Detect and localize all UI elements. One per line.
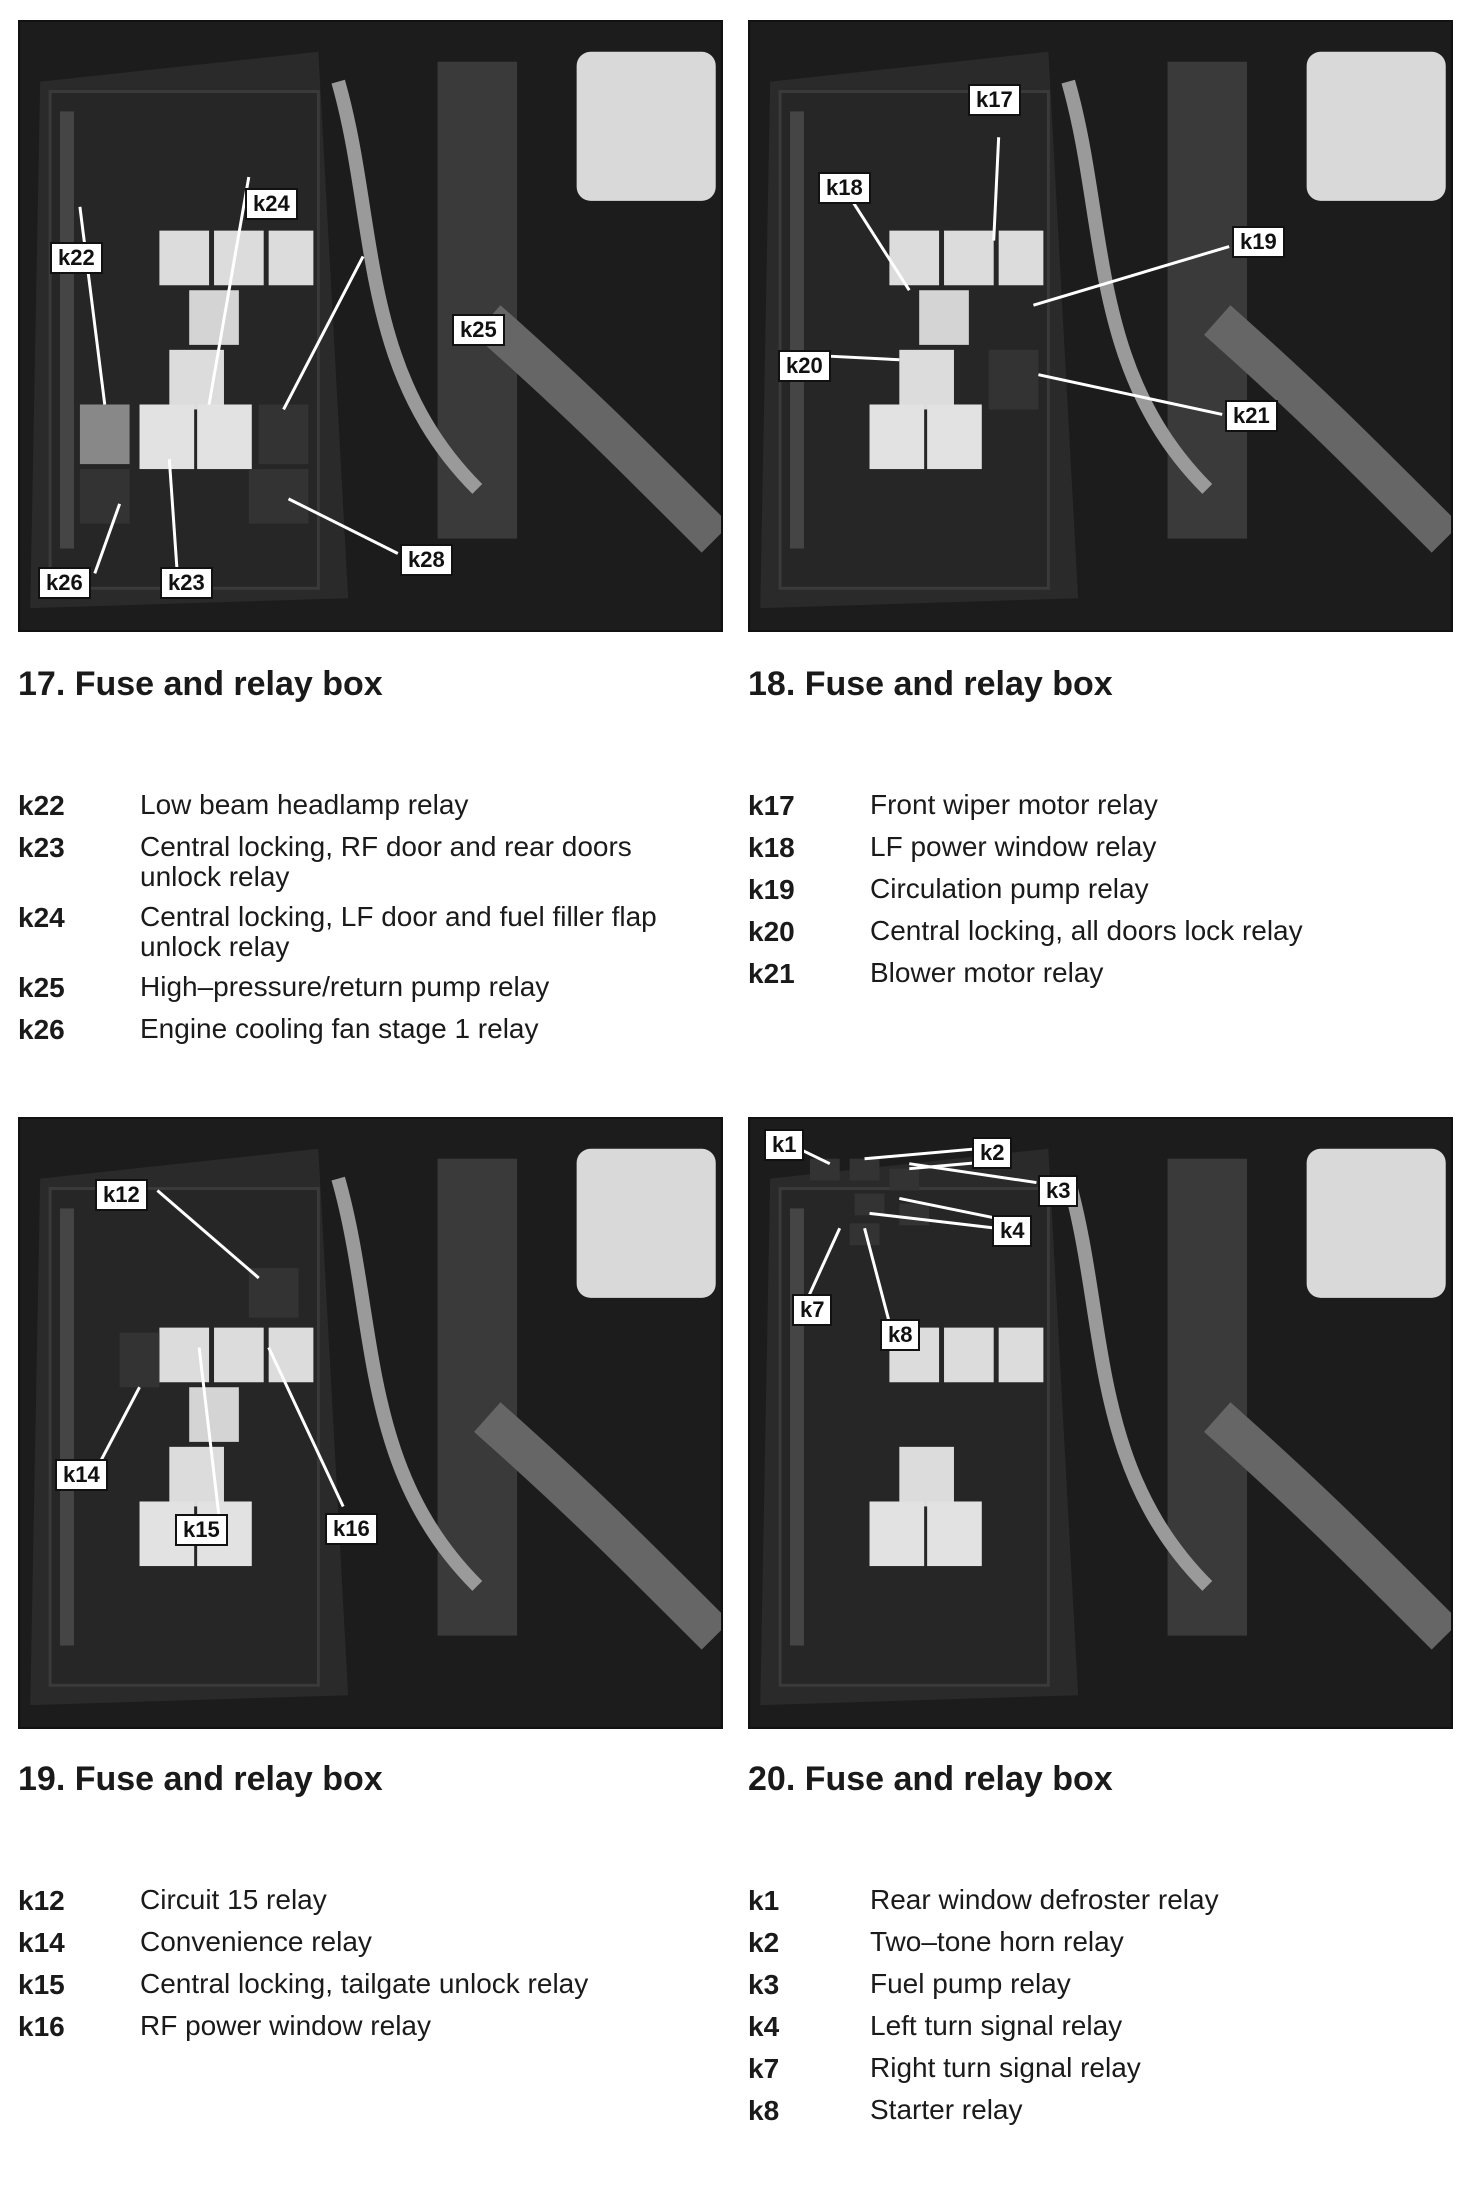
relay-code: k1 xyxy=(748,1885,780,1916)
relay-code: k19 xyxy=(748,874,795,905)
relay-description: High–pressure/return pump relay xyxy=(140,971,550,1002)
photo-18-illustration xyxy=(750,22,1451,630)
list-item: k12 Circuit 15 relay xyxy=(18,1885,718,1917)
relay-description: Central locking, all doors lock relay xyxy=(870,915,1303,946)
relay-description: LF power window relay xyxy=(870,831,1157,862)
callout-label: k25 xyxy=(452,314,505,346)
list-item: k2 Two–tone horn relay xyxy=(748,1927,1448,1959)
photo-19-illustration xyxy=(20,1119,721,1727)
callout-label: k14 xyxy=(55,1459,108,1491)
list-item: k26 Engine cooling fan stage 1 relay xyxy=(18,1014,718,1046)
list-item: k22 Low beam headlamp relay xyxy=(18,790,718,822)
figure-caption-17: 17. Fuse and relay box xyxy=(18,665,383,703)
relay-description: Central locking, LF door and fuel filler… xyxy=(140,901,657,962)
relay-description: Central locking, RF door and rear doors … xyxy=(140,831,632,892)
callout-label: k4 xyxy=(992,1215,1033,1247)
relay-list-18: k17 Front wiper motor relay k18 LF power w… xyxy=(748,790,1448,1000)
list-item: k16 RF power window relay xyxy=(18,2011,718,2043)
list-item: k23 Central locking, RF door and rear doo… xyxy=(18,832,718,892)
callout-label: k20 xyxy=(778,350,831,382)
relay-description: Low beam headlamp relay xyxy=(140,789,469,820)
relay-code: k18 xyxy=(748,832,795,863)
relay-code: k22 xyxy=(18,790,65,821)
relay-description: Circuit 15 relay xyxy=(140,1884,327,1915)
relay-code: k8 xyxy=(748,2095,780,2126)
relay-list-19: k12 Circuit 15 relay k14 Convenience relay… xyxy=(18,1885,718,2053)
relay-description: Fuel pump relay xyxy=(870,1968,1071,1999)
figure-caption-19: 19. Fuse and relay box xyxy=(18,1760,383,1798)
relay-code: k20 xyxy=(748,916,795,947)
callout-label: k26 xyxy=(38,567,91,599)
callout-label: k23 xyxy=(160,567,213,599)
callout-label: k15 xyxy=(175,1514,228,1546)
list-item: k8 Starter relay xyxy=(748,2095,1448,2127)
relay-description: Rear window defroster relay xyxy=(870,1884,1219,1915)
relay-list-20: k1 Rear window defroster relay k2 Two–tone… xyxy=(748,1885,1448,2137)
callout-label: k7 xyxy=(792,1294,833,1326)
relay-code: k23 xyxy=(18,832,65,863)
list-item: k21 Blower motor relay xyxy=(748,958,1448,990)
list-item: k18 LF power window relay xyxy=(748,832,1448,864)
figure-caption-18: 18. Fuse and relay box xyxy=(748,665,1113,703)
relay-code: k12 xyxy=(18,1885,65,1916)
relay-description: Front wiper motor relay xyxy=(870,789,1158,820)
relay-description: Right turn signal relay xyxy=(870,2052,1141,2083)
photo-20-illustration xyxy=(750,1119,1451,1727)
callout-label: k24 xyxy=(245,188,298,220)
fuse-box-photo-18: k17 k18 k19 k20 k21 xyxy=(748,20,1453,632)
callout-label: k17 xyxy=(968,84,1021,116)
relay-description: Two–tone horn relay xyxy=(870,1926,1124,1957)
list-item: k3 Fuel pump relay xyxy=(748,1969,1448,2001)
list-item: k25 High–pressure/return pump relay xyxy=(18,972,718,1004)
relay-code: k3 xyxy=(748,1969,780,2000)
list-item: k15 Central locking, tailgate unlock rela… xyxy=(18,1969,718,2001)
relay-code: k4 xyxy=(748,2011,780,2042)
relay-description: Left turn signal relay xyxy=(870,2010,1123,2041)
list-item: k14 Convenience relay xyxy=(18,1927,718,1959)
fuse-box-photo-17: k22 k24 k25 k26 k23 k28 xyxy=(18,20,723,632)
relay-code: k2 xyxy=(748,1927,780,1958)
callout-label: k22 xyxy=(50,242,103,274)
list-item: k1 Rear window defroster relay xyxy=(748,1885,1448,1917)
relay-code: k21 xyxy=(748,958,795,989)
relay-description: RF power window relay xyxy=(140,2010,431,2041)
callout-label: k18 xyxy=(818,172,871,204)
relay-code: k24 xyxy=(18,902,65,933)
relay-code: k25 xyxy=(18,972,65,1003)
photo-17-illustration xyxy=(20,22,721,630)
relay-description: Blower motor relay xyxy=(870,957,1104,988)
relay-description: Circulation pump relay xyxy=(870,873,1149,904)
callout-label: k19 xyxy=(1232,226,1285,258)
callout-label: k2 xyxy=(972,1137,1013,1169)
callout-label: k3 xyxy=(1038,1175,1079,1207)
callout-label: k16 xyxy=(325,1513,378,1545)
relay-description: Central locking, tailgate unlock relay xyxy=(140,1968,589,1999)
figure-caption-20: 20. Fuse and relay box xyxy=(748,1760,1113,1798)
callout-label: k1 xyxy=(764,1129,805,1161)
list-item: k17 Front wiper motor relay xyxy=(748,790,1448,822)
relay-code: k15 xyxy=(18,1969,65,2000)
relay-code: k17 xyxy=(748,790,795,821)
relay-code: k26 xyxy=(18,1014,65,1045)
fuse-box-photo-20: k1 k2 k3 k4 k7 k8 xyxy=(748,1117,1453,1729)
callout-label: k8 xyxy=(880,1319,921,1351)
callout-label: k21 xyxy=(1225,400,1278,432)
relay-description: Starter relay xyxy=(870,2094,1023,2125)
callout-label: k12 xyxy=(95,1179,148,1211)
list-item: k20 Central locking, all doors lock relay xyxy=(748,916,1448,948)
relay-code: k14 xyxy=(18,1927,65,1958)
list-item: k24 Central locking, LF door and fuel fil… xyxy=(18,902,718,962)
relay-description: Engine cooling fan stage 1 relay xyxy=(140,1013,539,1044)
fuse-box-photo-19: k12 k14 k15 k16 xyxy=(18,1117,723,1729)
list-item: k7 Right turn signal relay xyxy=(748,2053,1448,2085)
callout-label: k28 xyxy=(400,544,453,576)
list-item: k4 Left turn signal relay xyxy=(748,2011,1448,2043)
relay-description: Convenience relay xyxy=(140,1926,372,1957)
relay-code: k7 xyxy=(748,2053,780,2084)
list-item: k19 Circulation pump relay xyxy=(748,874,1448,906)
relay-code: k16 xyxy=(18,2011,65,2042)
